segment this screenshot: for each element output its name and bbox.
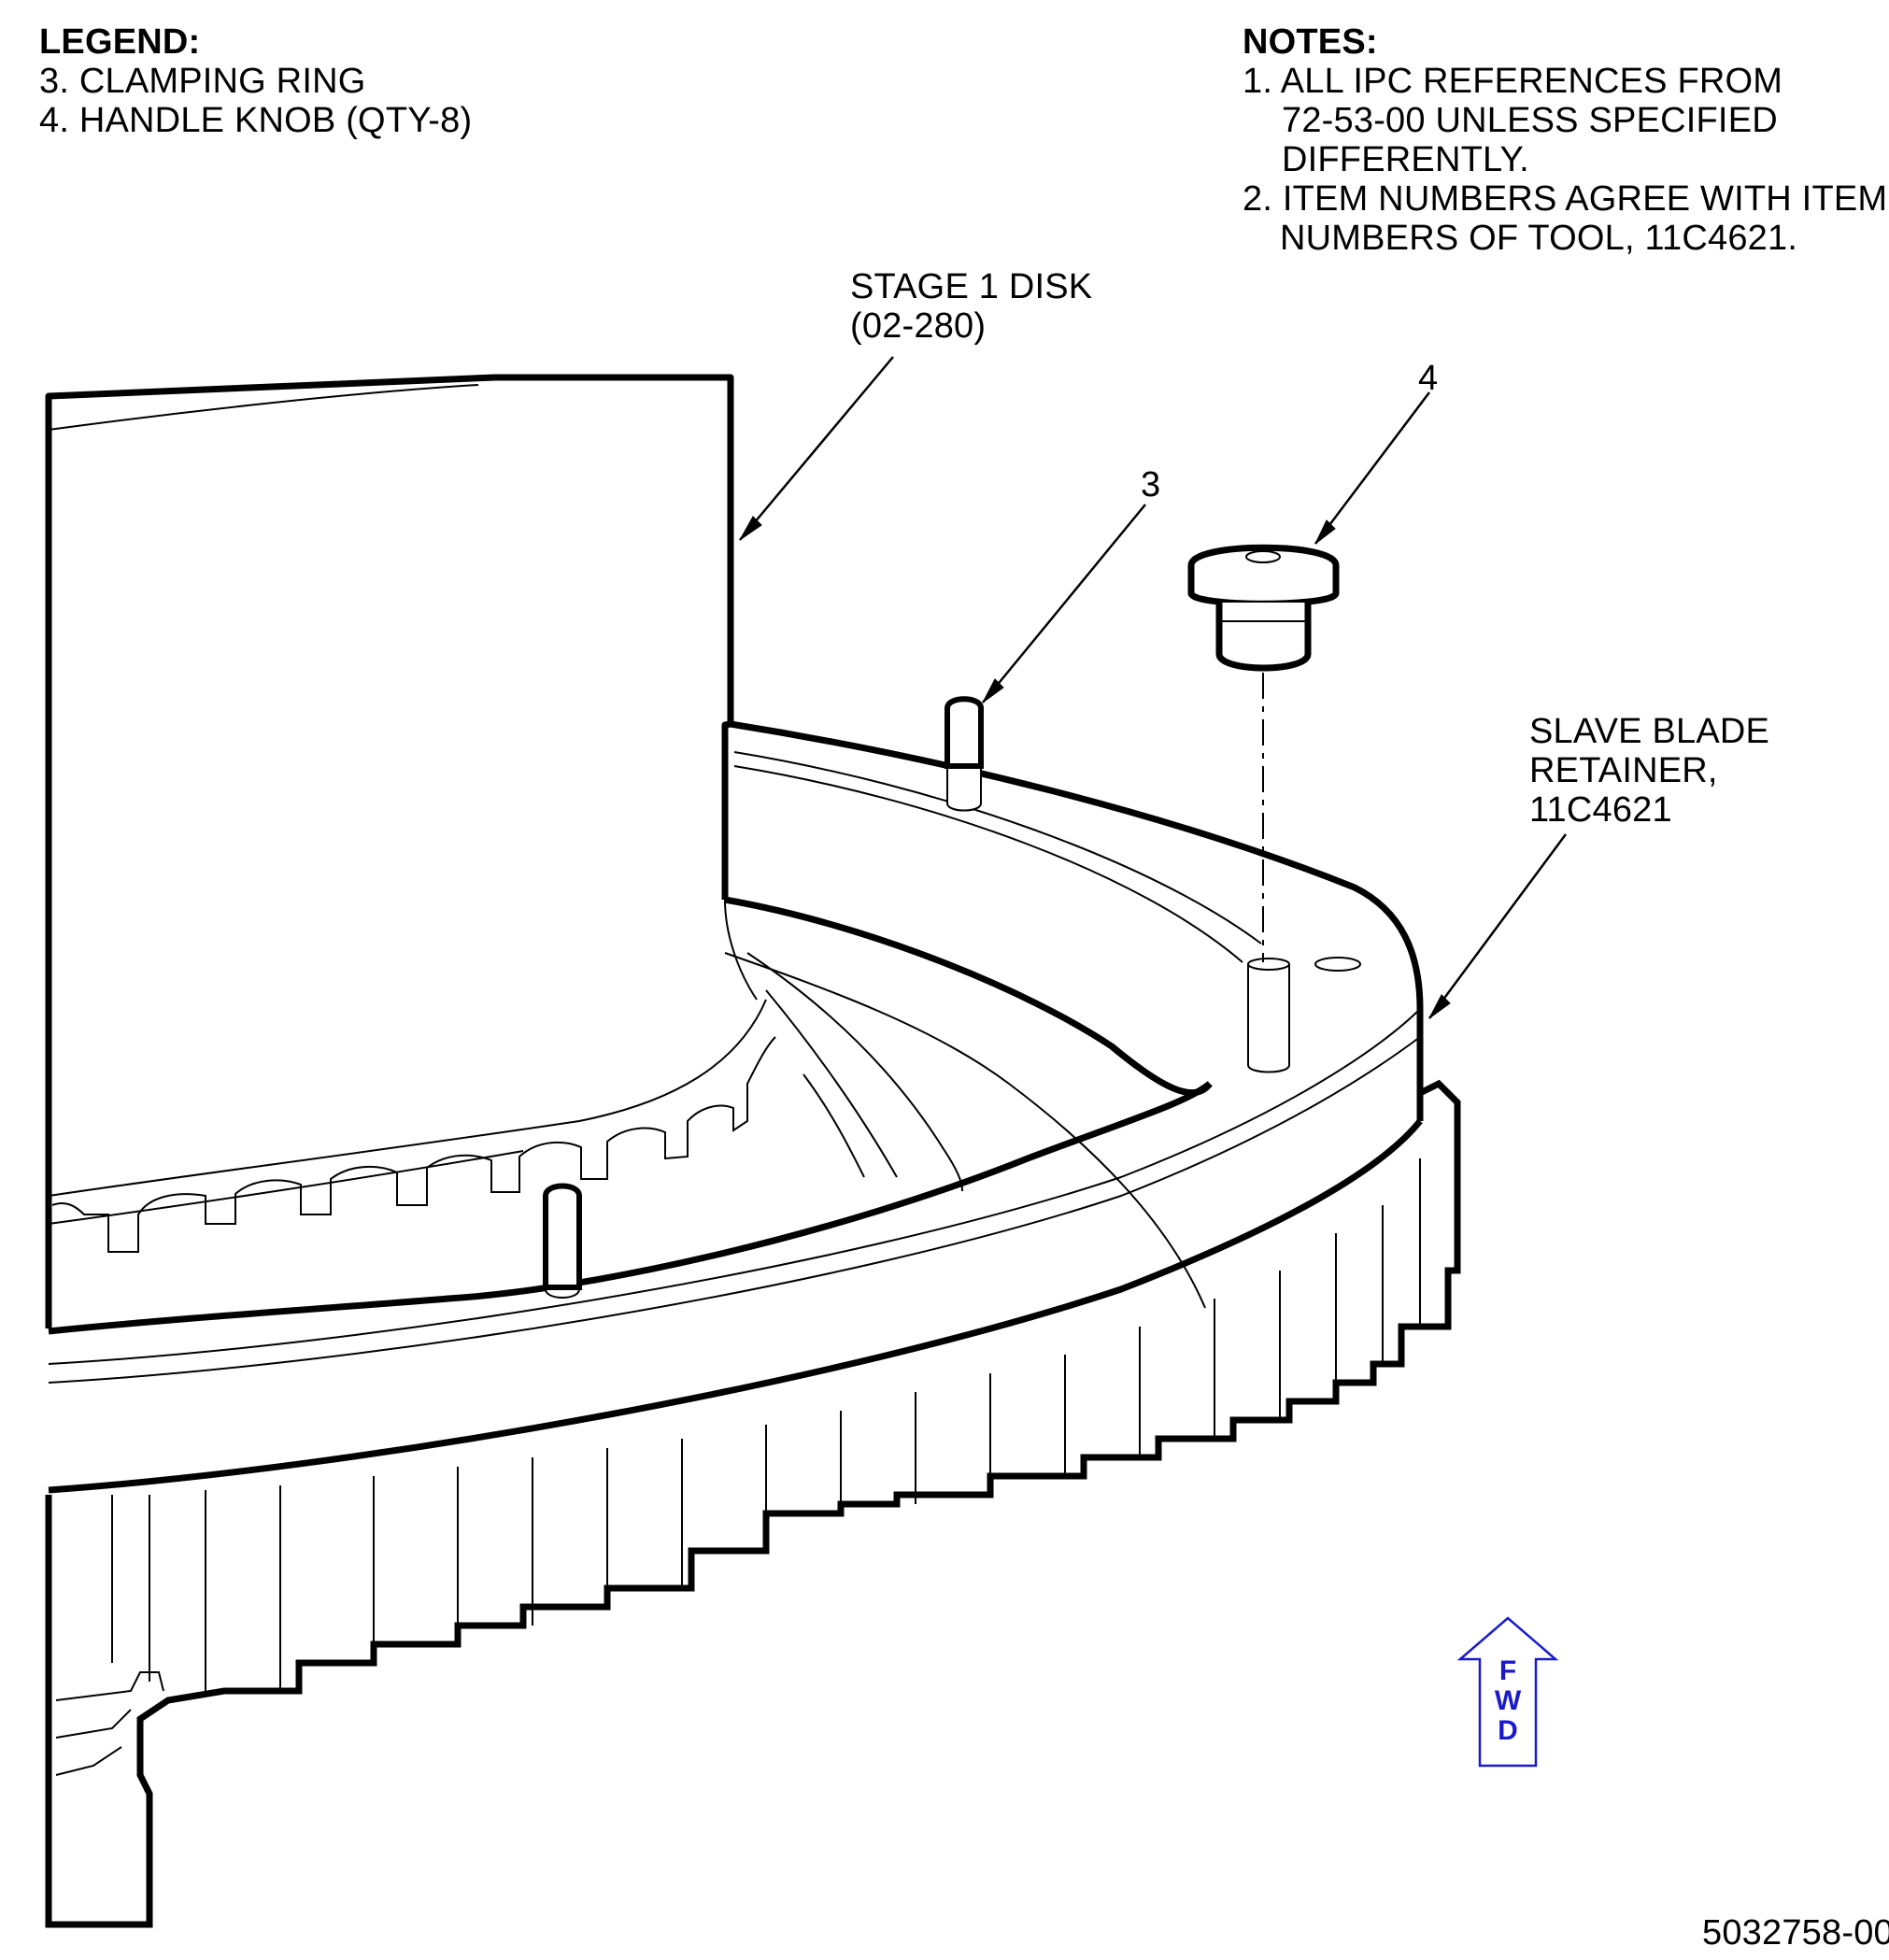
clamping-ring-pin-front	[543, 1183, 582, 1299]
notes-heading: NOTES:	[1243, 22, 1378, 62]
note-1-line-1: 1. ALL IPC REFERENCES FROM	[1243, 62, 1783, 101]
legend-item-clamping-ring: 3. CLAMPING RING	[39, 62, 366, 101]
callout-item-3: 3	[1141, 465, 1161, 504]
slave-blade-retainer	[45, 720, 1461, 1928]
legend-heading: LEGEND:	[39, 22, 201, 62]
callout-item-4: 4	[1418, 359, 1439, 398]
callout-slave-blade-line-1: SLAVE BLADE	[1529, 712, 1770, 751]
leader-lines	[739, 356, 1568, 1019]
fwd-letter-w: W	[1494, 1685, 1522, 1716]
note-1-line-2: 72-53-00 UNLESS SPECIFIED	[1282, 101, 1778, 140]
callout-slave-blade-line-3: 11C4621	[1529, 790, 1672, 830]
note-2-line-2: NUMBERS OF TOOL, 11C4621.	[1280, 219, 1798, 258]
drawing-number: 5032758-00	[1702, 1913, 1889, 1953]
legend-item-handle-knob: 4. HANDLE KNOB (QTY-8)	[39, 101, 473, 140]
stage-1-disk	[45, 374, 963, 1328]
callout-slave-blade-line-2: RETAINER,	[1529, 751, 1718, 790]
fwd-letter-f: F	[1498, 1655, 1517, 1686]
clamping-ring-pin	[944, 696, 984, 812]
handle-knob	[1187, 544, 1340, 672]
knob-stud	[1247, 957, 1361, 1073]
note-1-line-3: DIFFERENTLY.	[1282, 140, 1529, 179]
callout-stage-1-disk: STAGE 1 DISK	[850, 267, 1093, 306]
note-2-line-1: 2. ITEM NUMBERS AGREE WITH ITEM	[1243, 179, 1888, 219]
fwd-arrow-icon	[1456, 1616, 1559, 1768]
fwd-letter-d: D	[1498, 1715, 1518, 1746]
callout-stage-1-disk-ref: (02-280)	[850, 306, 987, 346]
